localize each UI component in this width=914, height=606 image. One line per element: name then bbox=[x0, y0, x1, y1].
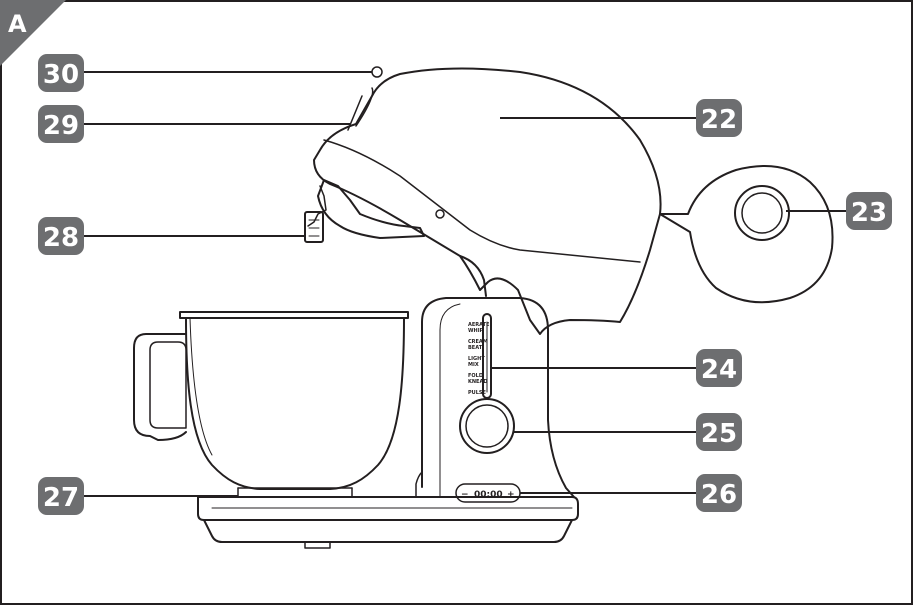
badge-30-shape bbox=[38, 54, 84, 92]
badge-27-label: 27 bbox=[43, 483, 79, 513]
speed-label-2b: BEAT bbox=[468, 345, 483, 351]
head-knob bbox=[371, 66, 383, 78]
badge-22-label: 22 bbox=[701, 105, 737, 135]
callout-26: 26 bbox=[696, 474, 742, 512]
callout-25: 25 bbox=[696, 413, 742, 451]
badge-28-label: 28 bbox=[43, 223, 79, 253]
badge-30-label: 30 bbox=[43, 60, 79, 90]
corner-tag-label: A bbox=[8, 10, 27, 38]
bowl-highlight bbox=[189, 317, 213, 456]
beater-shaft bbox=[304, 211, 324, 243]
callout-22: 22 bbox=[696, 99, 742, 137]
speed-label-1a: AERATE bbox=[468, 322, 490, 328]
speed-label-4b: KNEAD bbox=[468, 379, 488, 385]
head-front-edge bbox=[347, 95, 363, 131]
detail-button-inner bbox=[741, 192, 783, 234]
badge-25-shape bbox=[696, 413, 742, 451]
corner-tag: A bbox=[0, 0, 66, 66]
leader-lines bbox=[84, 71, 846, 497]
speed-label-2a: CREAM bbox=[468, 339, 488, 345]
badge-24-shape bbox=[696, 349, 742, 387]
callout-28: 28 bbox=[38, 217, 84, 255]
tilt-lever bbox=[355, 87, 374, 127]
timer-plus: + bbox=[507, 490, 515, 500]
speed-dial-inner bbox=[465, 404, 509, 448]
speed-label-1b: WHIP bbox=[468, 328, 484, 334]
detail-bubble bbox=[659, 165, 834, 304]
bowl-rim bbox=[179, 311, 409, 319]
attachment-hub bbox=[317, 179, 425, 239]
badge-26-label: 26 bbox=[701, 480, 737, 510]
head-arm bbox=[459, 255, 487, 297]
pillar-inner-line bbox=[439, 303, 461, 498]
callout-29: 29 bbox=[38, 105, 84, 143]
timer-minus: − bbox=[461, 490, 469, 500]
badge-23-shape bbox=[846, 192, 892, 230]
bowl-handle bbox=[133, 333, 187, 441]
callout-24: 24 bbox=[696, 349, 742, 387]
badge-29-shape bbox=[38, 105, 84, 143]
badge-24-label: 24 bbox=[701, 355, 737, 385]
timer-digits: 00:00 bbox=[474, 490, 503, 500]
speed-label-4a: FOLD bbox=[468, 373, 483, 379]
speed-label-3a: LIGHT bbox=[468, 356, 485, 362]
speed-labels: AERATE WHIP CREAM BEAT LIGHT MIX FOLD KN… bbox=[468, 322, 490, 396]
speed-dial-outer bbox=[459, 398, 515, 454]
callout-23: 23 bbox=[846, 192, 892, 230]
base-foot bbox=[203, 519, 573, 543]
speed-label-3b: MIX bbox=[468, 362, 479, 368]
badge-25-label: 25 bbox=[701, 419, 737, 449]
callout-27: 27 bbox=[38, 477, 84, 515]
badge-29-label: 29 bbox=[43, 111, 79, 141]
stand-mixer bbox=[133, 66, 834, 549]
badge-27-shape bbox=[38, 477, 84, 515]
bowl-handle-inner bbox=[149, 341, 187, 429]
timer-panel: − 00:00 + bbox=[461, 490, 515, 500]
hub-screw bbox=[435, 209, 445, 219]
badge-22-shape bbox=[696, 99, 742, 137]
base-foot-pad bbox=[304, 541, 331, 549]
head-seam bbox=[323, 139, 641, 263]
detail-button-outer bbox=[734, 185, 790, 241]
corner-tag-shape bbox=[0, 0, 66, 66]
badge-23-label: 23 bbox=[851, 198, 887, 228]
base-plate bbox=[197, 496, 579, 521]
bowl-body bbox=[185, 317, 405, 490]
badge-26-shape bbox=[696, 474, 742, 512]
speed-label-5a: PULSE bbox=[468, 390, 487, 396]
pillar-foot-left bbox=[415, 471, 423, 498]
badge-28-shape bbox=[38, 217, 84, 255]
mixer-pillar bbox=[421, 297, 575, 498]
callout-30: 30 bbox=[38, 54, 84, 92]
beater-shaft-pin bbox=[308, 219, 320, 237]
